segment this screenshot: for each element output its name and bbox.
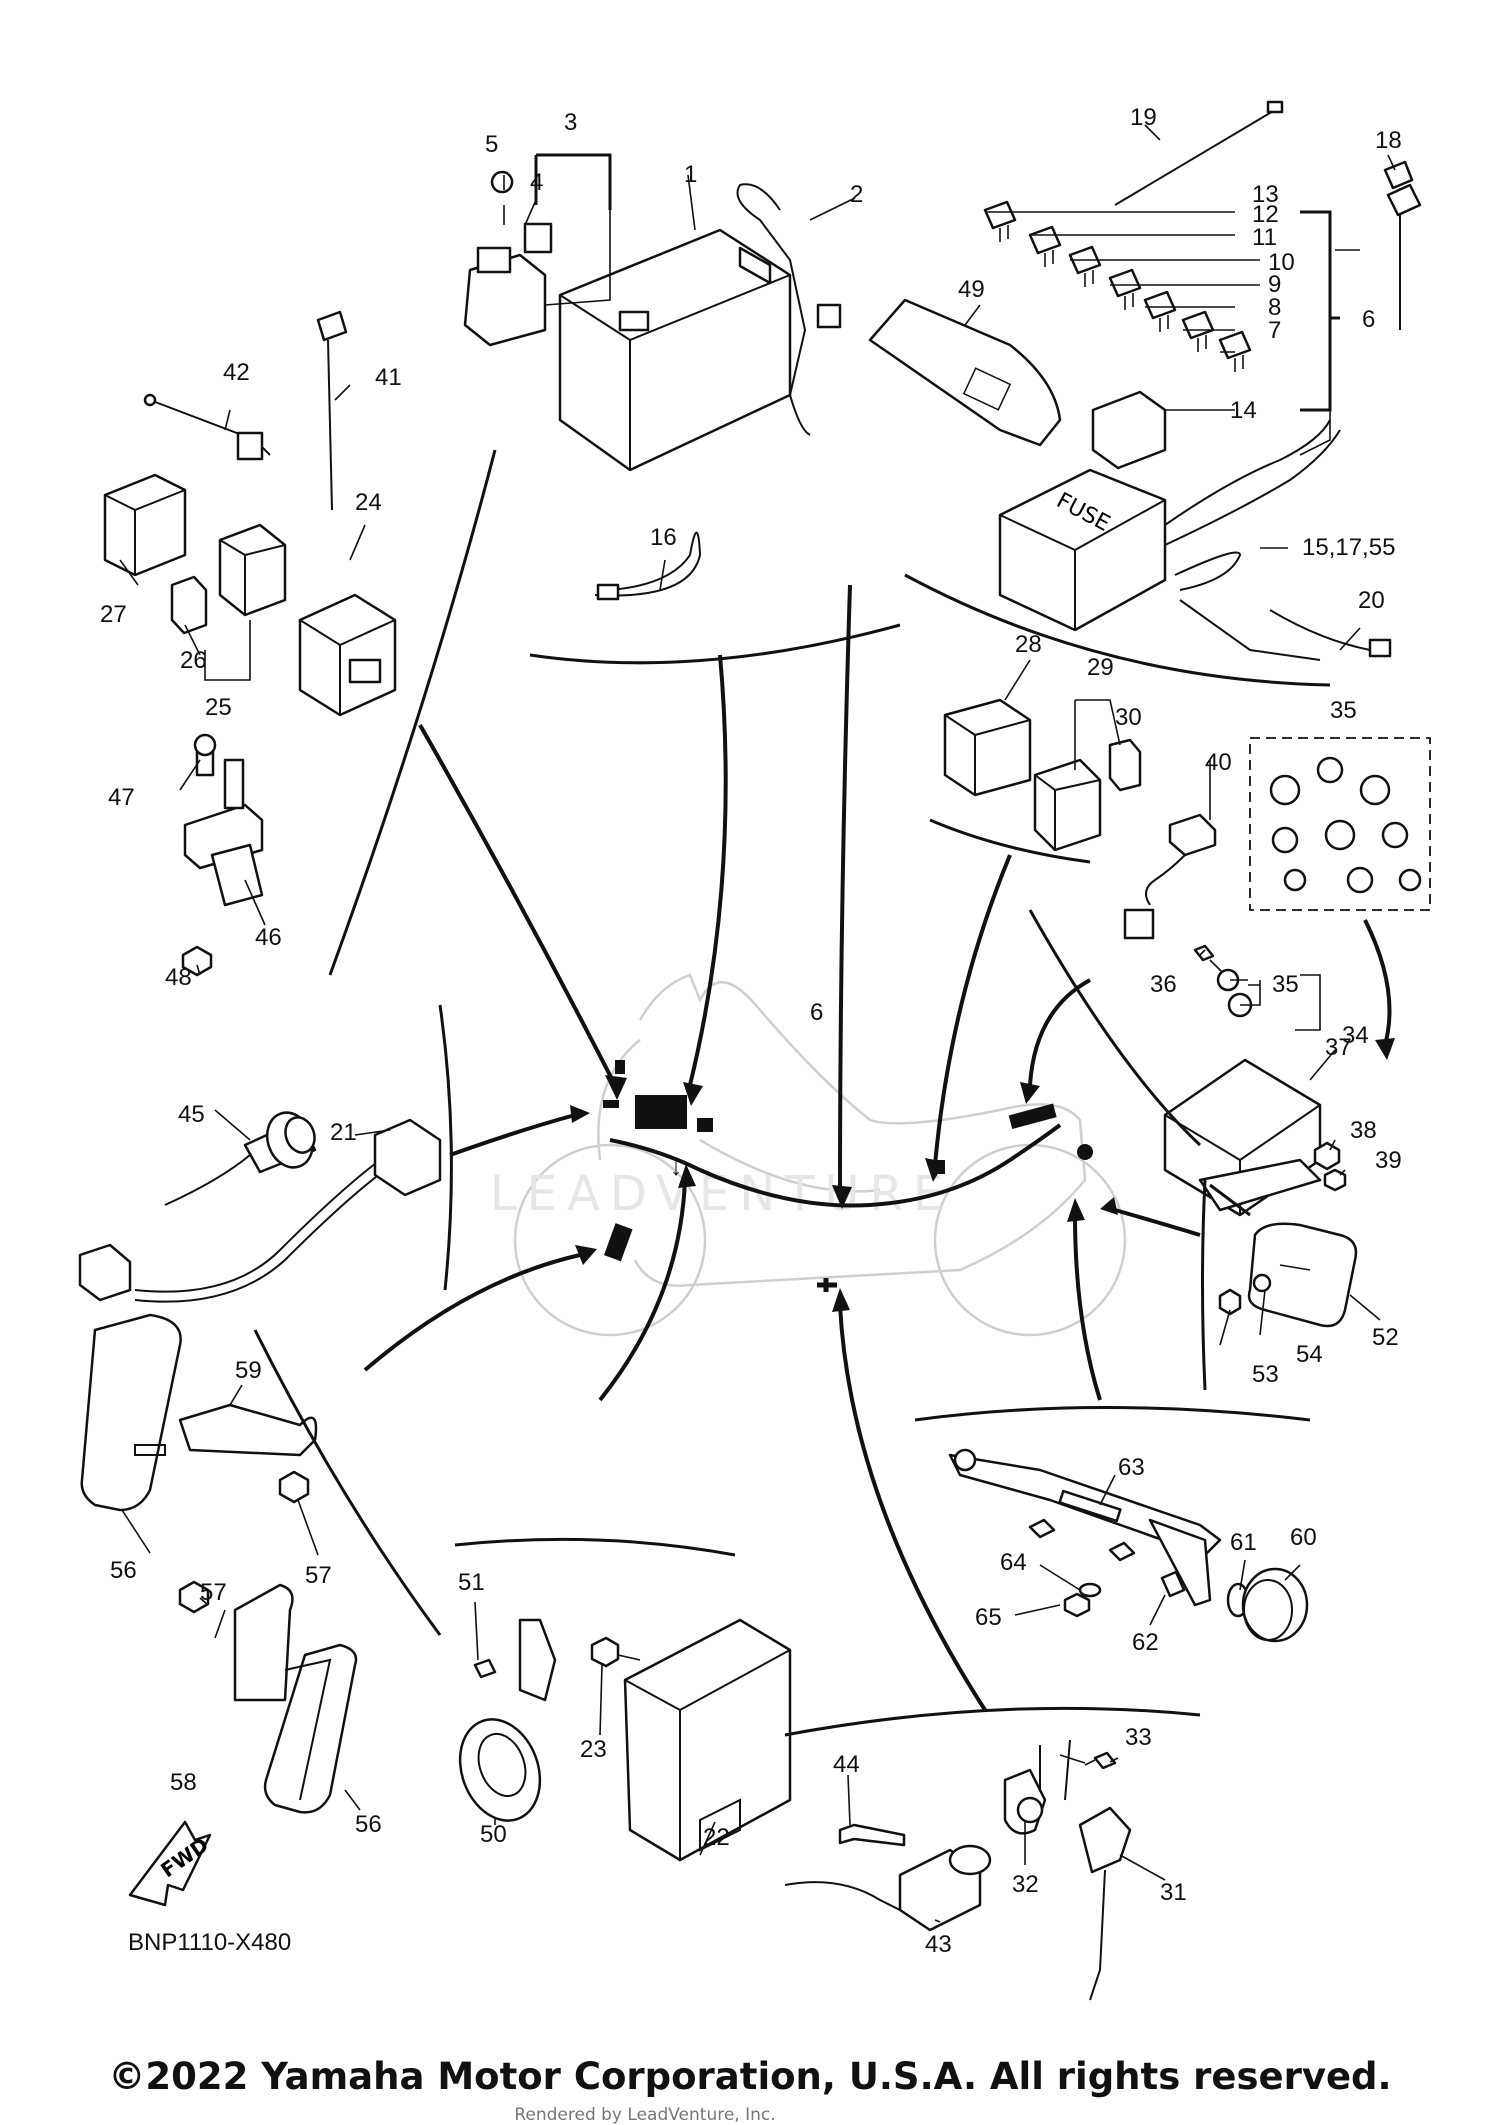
callout-30: 30 [1115,704,1142,731]
callout-36: 36 [1150,971,1177,998]
callout-52: 52 [1372,1324,1399,1351]
callout-43: 43 [925,1931,952,1958]
group-brackets [253,449,1331,1737]
callout-18: 18 [1375,127,1402,154]
callout-2: 2 [850,181,863,208]
callout-26: 26 [180,647,207,674]
callout-42: 42 [223,359,250,386]
callout-49: 49 [958,276,985,303]
bracket-25 [204,620,251,681]
callout-41: 41 [375,364,402,391]
callout-4: 4 [530,169,543,196]
callout-15-17-55: 15,17,55 [1302,534,1395,561]
leader-lines [119,124,1396,1923]
callout-6-right: 6 [1362,306,1375,333]
callout-64: 64 [1000,1549,1027,1576]
callout-57-lower: 57 [200,1579,227,1606]
callout-53: 53 [1252,1361,1279,1388]
battery-group [463,170,842,601]
callout-39: 39 [1375,1147,1402,1174]
center-wire-harness: ↓ [603,1060,1093,1292]
callout-labels: 1 2 3 4 5 6 6 7 8 9 10 11 12 13 14 15,17… [100,104,1402,1958]
callout-34: 34 [1342,1022,1369,1049]
svg-text:↓: ↓ [670,1154,682,1181]
callout-60: 60 [1290,1524,1317,1551]
callout-33: 33 [1125,1724,1152,1751]
rendered-by-text: Rendered by LeadVenture, Inc. [514,2105,776,2125]
left-lower-reflectors [80,1313,358,1814]
callout-12: 12 [1252,201,1279,228]
callout-6-center: 6 [810,999,823,1026]
motorcycle-outline [513,973,1127,1337]
callout-35-small: 35 [1272,971,1299,998]
callout-21: 21 [330,1119,357,1146]
callout-13: 13 [1252,181,1279,208]
callout-24: 24 [355,489,382,516]
callout-48: 48 [165,964,192,991]
callout-37: 37 [1325,1034,1352,1061]
callout-58: 58 [170,1769,197,1796]
connection-arrows [363,584,1395,1712]
callout-56-lower: 56 [355,1811,382,1838]
callout-46: 46 [255,924,282,951]
callout-20: 20 [1358,587,1385,614]
callout-40: 40 [1205,749,1232,776]
callout-59: 59 [235,1357,262,1384]
callout-35-box: 35 [1330,697,1357,724]
callout-61: 61 [1230,1529,1257,1556]
callout-14: 14 [1230,397,1257,424]
callout-23: 23 [580,1736,607,1763]
callout-45: 45 [178,1101,205,1128]
diagram-code: BNP1110-X480 [128,1929,291,1956]
right-mid-group [943,698,1431,1217]
callout-63: 63 [1118,1454,1145,1481]
callout-32: 32 [1012,1871,1039,1898]
callout-38: 38 [1350,1117,1377,1144]
callout-3: 3 [564,109,577,136]
callout-5: 5 [485,131,498,158]
callout-57-upper: 57 [305,1562,332,1589]
fuse-box-group [868,100,1422,661]
bracket-3 [534,153,612,210]
callout-22: 22 [703,1824,730,1851]
callout-1: 1 [684,161,697,188]
callout-47: 47 [108,784,135,811]
right-lower-group [948,1222,1358,1643]
callout-28: 28 [1015,631,1042,658]
callout-8: 8 [1268,294,1281,321]
callout-51: 51 [458,1569,485,1596]
fuse-ladder [985,210,1340,456]
callout-44: 44 [833,1751,860,1778]
callout-50: 50 [480,1821,507,1848]
callout-7: 7 [1268,317,1281,344]
callout-29: 29 [1087,654,1114,681]
callout-16: 16 [650,524,677,551]
callout-11: 11 [1252,224,1277,251]
callout-19: 19 [1130,104,1157,131]
callout-10: 10 [1268,249,1295,276]
callout-27: 27 [100,601,127,628]
watermark: LEADVENTURE [490,1166,953,1222]
horn-ecu-group [458,1618,792,1862]
callout-65: 65 [975,1604,1002,1631]
relay-group-left [103,310,397,977]
callout-62: 62 [1132,1629,1159,1656]
fwd-arrow-icon: FWD [128,1820,213,1907]
copyright-notice: ©2022 Yamaha Motor Corporation, U.S.A. A… [108,2055,1392,2098]
callout-9: 9 [1268,271,1281,298]
callout-56-upper: 56 [110,1557,137,1584]
switch-group [784,1739,1132,2001]
callout-25: 25 [205,694,232,721]
callout-31: 31 [1160,1879,1187,1906]
callout-54: 54 [1296,1341,1323,1368]
left-middle-group [78,1111,442,1303]
